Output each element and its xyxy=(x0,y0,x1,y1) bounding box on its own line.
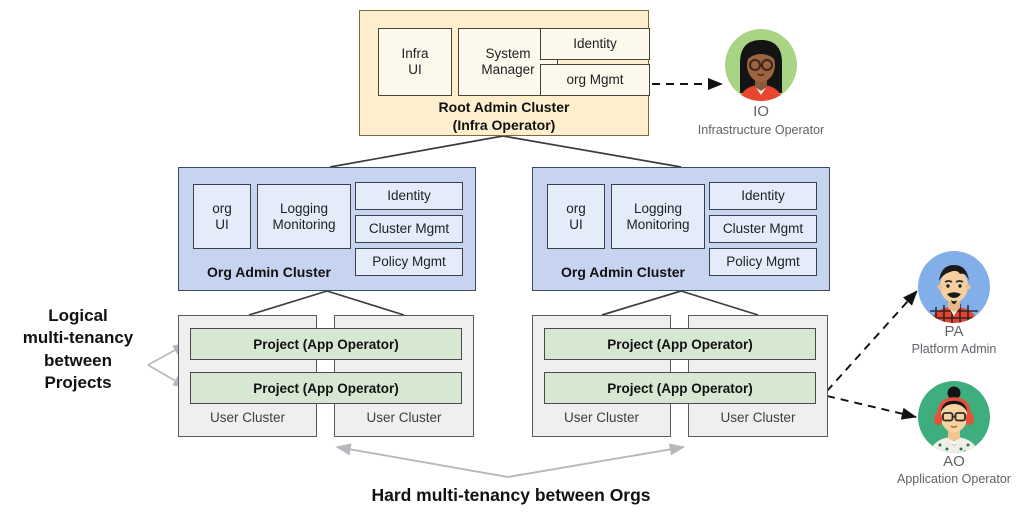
persona-role: Infrastructure Operator xyxy=(697,123,825,137)
module-label-line1: Infra xyxy=(401,46,429,62)
project-label: Project (App Operator) xyxy=(607,380,753,396)
persona-initials: IO xyxy=(753,103,769,120)
user-cluster-label: User Cluster xyxy=(563,410,639,425)
persona-ao[interactable]: AO Application Operator xyxy=(884,381,1022,493)
root-cluster-title: Root Admin Cluster (Infra Operator) xyxy=(360,99,648,134)
logical-tenancy-note: Logical multi-tenancy between Projects xyxy=(12,305,144,395)
module-identity[interactable]: Identity xyxy=(540,28,650,60)
module-label-line1: Logging xyxy=(633,200,683,216)
org-admin-cluster-left[interactable]: org UI Logging Monitoring Identity Clust… xyxy=(178,167,476,291)
project-right-1[interactable]: Project (App Operator) xyxy=(544,328,816,360)
woman-bun-headphones-avatar xyxy=(918,381,990,453)
module-label: Identity xyxy=(741,188,785,204)
module-identity[interactable]: Identity xyxy=(709,182,817,210)
persona-role: Platform Admin xyxy=(911,342,997,356)
user-cluster-label: User Cluster xyxy=(366,410,442,425)
root-cluster-title-line2: (Infra Operator) xyxy=(452,116,556,133)
module-label: Identity xyxy=(387,188,431,204)
logical-tenancy-note-line2: multi-tenancy xyxy=(22,328,134,348)
module-org-mgmt[interactable]: org Mgmt xyxy=(540,64,650,96)
persona-io[interactable]: IO Infrastructure Operator xyxy=(691,29,831,144)
module-label-line2: Monitoring xyxy=(272,216,336,232)
module-policy-mgmt[interactable]: Policy Mgmt xyxy=(709,248,817,276)
project-left-2[interactable]: Project (App Operator) xyxy=(190,372,462,404)
module-cluster-mgmt[interactable]: Cluster Mgmt xyxy=(709,215,817,243)
module-infra-ui[interactable]: Infra UI xyxy=(378,28,452,96)
module-label: Cluster Mgmt xyxy=(368,221,450,237)
module-label-line1: org xyxy=(566,200,586,216)
module-label: Policy Mgmt xyxy=(372,254,446,270)
hard-tenancy-note: Hard multi-tenancy between Orgs xyxy=(371,485,651,505)
project-right-2[interactable]: Project (App Operator) xyxy=(544,372,816,404)
module-org-ui[interactable]: org UI xyxy=(193,184,251,249)
logical-tenancy-note-line4: Projects xyxy=(44,373,112,393)
module-logging-monitoring[interactable]: Logging Monitoring xyxy=(257,184,351,249)
persona-pa[interactable]: PA Platform Admin xyxy=(884,251,1022,363)
persona-initials: PA xyxy=(944,323,964,340)
user-cluster-label: User Cluster xyxy=(209,410,285,425)
man-mustache-plaid-avatar xyxy=(918,251,990,323)
module-cluster-mgmt[interactable]: Cluster Mgmt xyxy=(355,215,463,243)
org-cluster-title: Org Admin Cluster xyxy=(561,264,685,280)
user-cluster-label: User Cluster xyxy=(720,410,796,425)
module-label-line1: Logging xyxy=(279,200,329,216)
persona-role: Application Operator xyxy=(897,472,1011,486)
module-logging-monitoring[interactable]: Logging Monitoring xyxy=(611,184,705,249)
module-label: Identity xyxy=(573,36,617,52)
org-admin-cluster-right[interactable]: org UI Logging Monitoring Identity Clust… xyxy=(532,167,830,291)
root-to-org-connectors xyxy=(329,135,682,168)
module-label-line1: org xyxy=(212,200,232,216)
module-label-line2: Manager xyxy=(481,62,535,77)
module-label: org Mgmt xyxy=(566,72,624,88)
org-cluster-title: Org Admin Cluster xyxy=(207,264,331,280)
module-label-line2: UI xyxy=(215,216,229,232)
org-to-usercluster-connectors-right xyxy=(601,290,759,316)
module-label-line2: UI xyxy=(408,62,422,77)
module-org-ui[interactable]: org UI xyxy=(547,184,605,249)
module-identity[interactable]: Identity xyxy=(355,182,463,210)
root-admin-cluster[interactable]: Infra UI System Manager Identity org Mgm… xyxy=(359,10,650,136)
module-policy-mgmt[interactable]: Policy Mgmt xyxy=(355,248,463,276)
project-label: Project (App Operator) xyxy=(253,336,399,352)
module-label-line2: UI xyxy=(569,216,583,232)
module-label-line1: System xyxy=(485,46,531,62)
project-left-1[interactable]: Project (App Operator) xyxy=(190,328,462,360)
org-to-usercluster-connectors-left xyxy=(248,290,405,316)
woman-glasses-long-hair-avatar xyxy=(725,29,797,101)
module-label: Policy Mgmt xyxy=(726,254,800,270)
persona-initials: AO xyxy=(943,453,965,470)
project-label: Project (App Operator) xyxy=(253,380,399,396)
logical-tenancy-note-line1: Logical xyxy=(48,306,108,325)
logical-tenancy-note-line3: between xyxy=(43,350,113,370)
module-label-line2: Monitoring xyxy=(626,216,690,232)
project-label: Project (App Operator) xyxy=(607,336,753,352)
hard-tenancy-double-arrow xyxy=(335,443,685,478)
root-cluster-title-line1: Root Admin Cluster xyxy=(438,99,570,115)
module-label: Cluster Mgmt xyxy=(722,221,804,237)
